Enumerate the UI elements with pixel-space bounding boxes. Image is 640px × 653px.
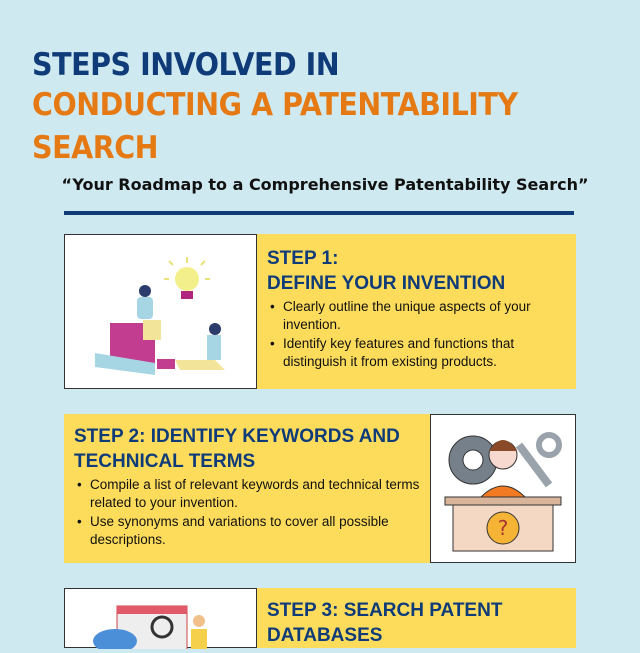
- title-line-3: SEARCH: [32, 130, 159, 166]
- step-2-title: STEP 2: IDENTIFY KEYWORDS AND: [74, 426, 400, 447]
- subtitle: “Your Roadmap to a Comprehensive Patenta…: [61, 175, 589, 194]
- step-1-title: STEP 1:: [267, 248, 339, 269]
- step-1-subtitle: DEFINE YOUR INVENTION: [267, 273, 506, 294]
- database-search-illustration: [64, 588, 257, 653]
- svg-text:?: ?: [498, 516, 509, 540]
- step-1-bullet: Clearly outline the unique aspects of yo…: [267, 298, 566, 334]
- step-3-title: STEP 3: SEARCH PATENT: [267, 600, 503, 621]
- step-3-subtitle: DATABASES: [267, 625, 383, 646]
- step-2-bullet: Compile a list of relevant keywords and …: [74, 476, 420, 512]
- title-line-2: CONDUCTING A PATENTABILITY: [32, 87, 518, 123]
- step-3-card: STEP 3: SEARCH PATENT DATABASES: [257, 588, 576, 648]
- step-2-subtitle: TECHNICAL TERMS: [74, 451, 256, 472]
- person-gears-question-illustration: ?: [430, 414, 576, 563]
- step-1-bullet: Identify key features and functions that…: [267, 335, 566, 371]
- step-1-card: STEP 1: DEFINE YOUR INVENTION Clearly out…: [257, 234, 576, 389]
- step-2-bullet: Use synonyms and variations to cover all…: [74, 513, 420, 549]
- title-line-1: STEPS INVOLVED IN: [32, 47, 340, 83]
- divider: [64, 211, 574, 215]
- step-2-card: STEP 2: IDENTIFY KEYWORDS AND TECHNICAL T…: [64, 414, 430, 563]
- team-lightbulb-illustration: [64, 234, 257, 389]
